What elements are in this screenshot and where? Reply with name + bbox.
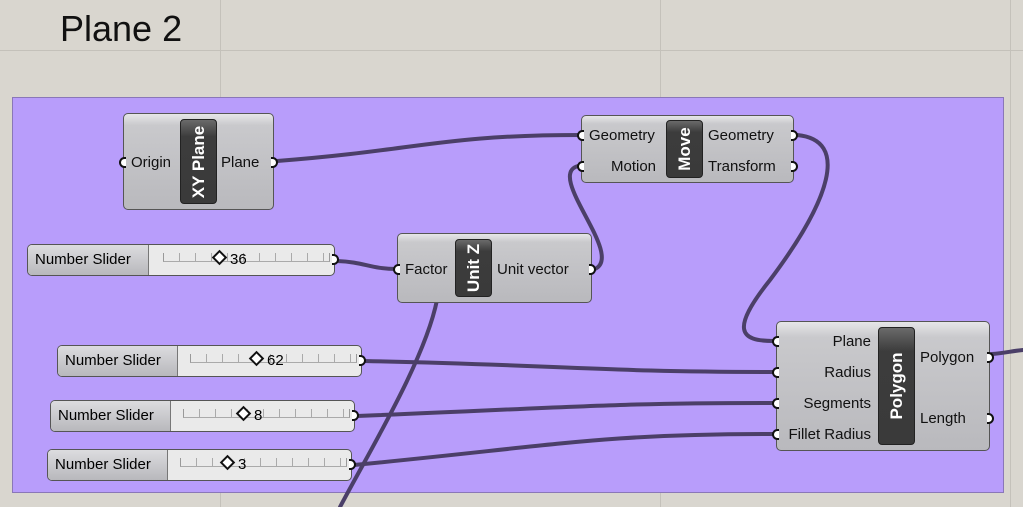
output-length: Length (920, 410, 966, 427)
output-geometry: Geometry (708, 127, 774, 144)
input-radius: Radius (824, 364, 871, 381)
slider-label: Number Slider (48, 450, 168, 480)
wire-unitvector-to-motion (568, 164, 604, 271)
wire-slider3-to-fillet (352, 432, 775, 467)
origin-input-grip[interactable] (119, 157, 126, 168)
wire-slider36-to-factor (335, 259, 399, 271)
geometry-output-grip[interactable] (791, 130, 798, 141)
slider-output-grip[interactable] (359, 355, 366, 366)
slider-value[interactable]: 3 (222, 456, 246, 473)
input-origin: Origin (131, 154, 172, 171)
wire-slider62-to-radius (362, 359, 775, 374)
number-slider-36[interactable]: Number Slider 36 (27, 244, 339, 276)
segments-input-grip[interactable] (772, 398, 779, 409)
unit-z-component[interactable]: Factor Unit Z Unit vector (393, 233, 596, 303)
wire-slider8-to-segments (355, 401, 775, 418)
motion-input-grip[interactable] (577, 161, 584, 172)
input-geometry: Geometry (589, 127, 655, 144)
polygon-nickname: Polygon (878, 327, 915, 445)
output-polygon: Polygon (920, 349, 975, 366)
slider-value[interactable]: 62 (251, 352, 284, 369)
wire-unitz-down (338, 298, 439, 507)
slider-output-grip[interactable] (332, 254, 339, 265)
move-nickname: Move (666, 120, 703, 178)
grid-line (1010, 0, 1011, 507)
plane-input-grip[interactable] (772, 336, 779, 347)
unit-z-nickname: Unit Z (455, 239, 492, 297)
move-component[interactable]: Geometry Motion Move Geometry Transform (577, 115, 798, 183)
wire-polygon-out (990, 348, 1023, 356)
plane-output-grip[interactable] (271, 157, 278, 168)
geometry-input-grip[interactable] (577, 130, 584, 141)
unit-vector-output-grip[interactable] (589, 264, 596, 275)
radius-input-grip[interactable] (772, 367, 779, 378)
canvas-title: Plane 2 (60, 8, 183, 49)
number-slider-3[interactable]: Number Slider 3 (47, 449, 356, 481)
slider-track[interactable] (180, 458, 347, 467)
grid-line (0, 50, 1023, 51)
input-plane: Plane (832, 333, 871, 350)
xy-plane-component[interactable]: Origin XY Plane Plane (119, 113, 278, 210)
wire-move-to-polygon-plane (741, 133, 830, 343)
xy-plane-nickname: XY Plane (180, 119, 217, 204)
output-plane: Plane (221, 154, 260, 171)
length-output-grip[interactable] (987, 413, 994, 424)
slider-value[interactable]: 8 (238, 407, 262, 424)
output-transform: Transform (708, 158, 776, 175)
fillet-radius-input-grip[interactable] (772, 429, 779, 440)
input-fillet-radius: Fillet Radius (788, 426, 871, 443)
number-slider-62[interactable]: Number Slider 62 (57, 345, 366, 377)
slider-label: Number Slider (58, 346, 178, 376)
input-segments: Segments (803, 395, 871, 412)
polygon-component[interactable]: Plane Radius Segments Fillet Radius Poly… (772, 321, 994, 451)
slider-output-grip[interactable] (349, 459, 356, 470)
transform-output-grip[interactable] (791, 161, 798, 172)
slider-output-grip[interactable] (352, 410, 359, 421)
number-slider-8[interactable]: Number Slider 8 (50, 400, 359, 432)
slider-label: Number Slider (28, 245, 149, 275)
slider-label: Number Slider (51, 401, 171, 431)
input-factor: Factor (405, 261, 448, 278)
input-motion: Motion (611, 158, 657, 175)
polygon-output-grip[interactable] (987, 352, 994, 363)
slider-value[interactable]: 36 (214, 251, 247, 268)
factor-input-grip[interactable] (393, 264, 400, 275)
slider-track[interactable] (183, 409, 350, 418)
output-unit-vector: Unit vector (497, 261, 569, 278)
wire-plane-to-move (275, 133, 583, 163)
